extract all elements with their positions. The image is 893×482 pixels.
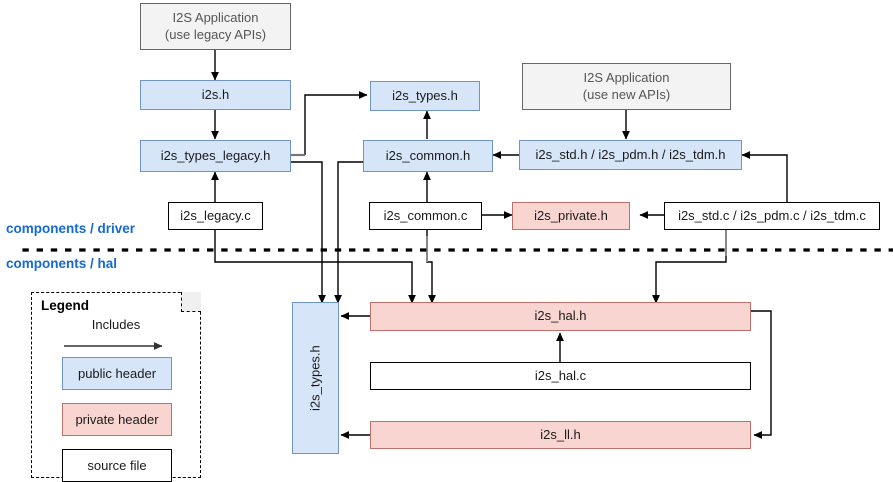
edge-commonc-halh [426,229,436,304]
zone-label-driver: components / driver [6,221,136,236]
legend-swatch-public-header: public header [62,357,172,390]
node-i2s-hal-c[interactable]: i2s_hal.c [370,362,751,390]
node-i2s-common-h[interactable]: i2s_common.h [363,140,493,172]
node-i2s-private-h[interactable]: i2s_private.h [512,202,630,230]
node-i2s-application-new[interactable]: I2S Application (use new APIs) [522,63,731,110]
legend-includes-arrow-icon [64,342,163,350]
node-i2s-h[interactable]: i2s.h [140,80,291,110]
legend-includes-label: Includes [91,317,141,332]
node-i2s-ll-h[interactable]: i2s_ll.h [370,421,751,449]
node-i2s-hal-h[interactable]: i2s_hal.h [370,302,751,331]
edge-commonh-haltypes [334,161,363,304]
legend-swatch-source-file: source file [62,449,172,482]
zone-label-hal: components / hal [6,256,118,271]
legend-swatch-private-header: private header [62,403,172,436]
edge-halh-llh [751,310,772,439]
node-i2s-legacy-c[interactable]: i2s_legacy.c [168,202,263,230]
node-i2s-std-pdm-tdm-c[interactable]: i2s_std.c / i2s_pdm.c / i2s_tdm.c [664,202,880,230]
node-i2s-application-legacy[interactable]: I2S Application (use legacy APIs) [140,3,291,50]
edge-legacyc-halh [214,229,416,304]
edge-stdc-halh [652,229,727,304]
legend-title: Legend [41,298,90,313]
edge-i2sh-types [304,91,368,155]
node-i2s-types-h[interactable]: i2s_types.h [370,81,480,111]
node-i2s-types-legacy-h[interactable]: i2s_types_legacy.h [140,140,291,172]
node-i2s-std-pdm-tdm-h[interactable]: i2s_std.h / i2s_pdm.h / i2s_tdm.h [519,140,742,170]
node-i2s-types-h-hal[interactable]: i2s_types.h [292,302,339,454]
legend-panel: Legend Includes public header private he… [31,292,201,482]
edge-typeslegacy-haltypes [291,161,326,304]
legend-fold-corner-icon [181,292,201,312]
edge-stdc-stdh [741,151,788,202]
node-i2s-common-c[interactable]: i2s_common.c [369,202,482,230]
